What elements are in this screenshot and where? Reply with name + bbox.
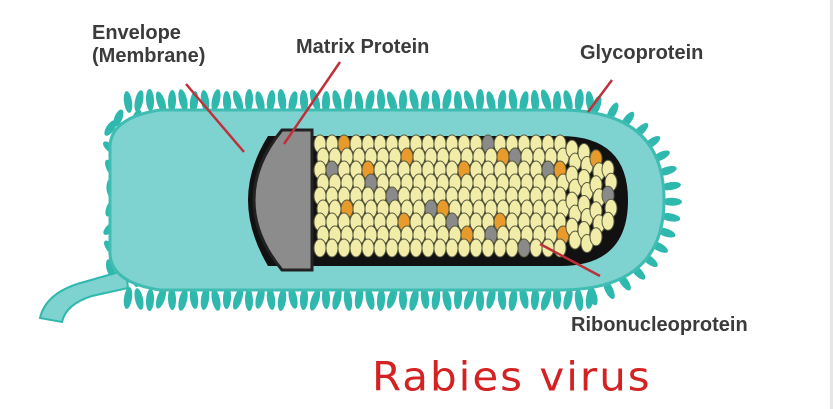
glycoprotein-spike	[277, 89, 288, 112]
handwritten-caption: Rabies virus	[372, 353, 652, 401]
glycoprotein-spike	[308, 288, 322, 311]
glycoprotein-spike	[277, 289, 288, 312]
envelope-label-line1: Envelope	[92, 22, 205, 45]
glycoprotein-spike	[177, 88, 190, 111]
glycoprotein-spike	[539, 88, 553, 111]
ribonucleoprotein-subunit	[470, 239, 482, 257]
glycoprotein-spike	[376, 289, 385, 311]
ribonucleoprotein-subunit	[590, 228, 602, 246]
glycoprotein-spike	[408, 288, 421, 311]
ribonucleoprotein-subunit	[494, 239, 506, 257]
glycoprotein-spike	[343, 289, 354, 312]
glycoprotein-label: Glycoprotein	[580, 42, 703, 65]
glycoprotein-spike	[245, 89, 254, 111]
glycoprotein-spike	[476, 289, 485, 311]
ribonucleoprotein-subunit	[326, 239, 338, 257]
ribonucleoprotein-subunit	[338, 239, 350, 257]
glycoprotein-spike	[133, 287, 145, 310]
ribonucleoprotein-subunit	[350, 239, 362, 257]
glycoprotein-spike	[145, 89, 154, 111]
ribonucleoprotein-subunit	[386, 239, 398, 257]
glycoprotein-spike	[210, 88, 222, 111]
ribonucleoprotein-subunit	[458, 239, 470, 257]
ribonucleoprotein-coil	[314, 135, 617, 257]
envelope-label: Envelope (Membrane)	[92, 22, 205, 68]
glycoprotein-spike	[145, 289, 154, 311]
ribonucleoprotein-subunit	[314, 239, 326, 257]
ribonucleoprotein-subunit	[434, 239, 446, 257]
glycoprotein-spike	[574, 289, 585, 312]
ribonucleoprotein-subunit	[518, 239, 530, 257]
glycoprotein-spike	[376, 89, 385, 111]
envelope-label-line2: (Membrane)	[92, 45, 205, 68]
glycoprotein-spike	[508, 289, 519, 312]
glycoprotein-spike	[210, 288, 222, 311]
glycoprotein-spike	[574, 91, 585, 112]
glycoprotein-spike	[476, 89, 485, 111]
ribonucleoprotein-subunit	[506, 239, 518, 257]
glycoprotein-spike	[123, 91, 134, 114]
ribonucleoprotein-subunit	[482, 239, 494, 257]
virus-tail	[40, 270, 128, 322]
glycoprotein-spike	[408, 88, 421, 111]
glycoprotein-spike	[343, 89, 354, 112]
ribonucleoprotein-subunit	[446, 239, 458, 257]
ribonucleoprotein-subunit	[410, 239, 422, 257]
ribonucleoprotein-subunit	[362, 239, 374, 257]
matrix-protein-label: Matrix Protein	[296, 36, 429, 59]
glycoprotein-spike	[539, 288, 553, 311]
glycoprotein-spike	[123, 287, 134, 310]
ribonucleoprotein-subunit	[374, 239, 386, 257]
glycoprotein-spike	[441, 88, 453, 111]
glycoprotein-spike	[133, 89, 145, 112]
glycoprotein-spike	[508, 89, 519, 112]
glycoprotein-spike	[177, 288, 190, 311]
ribonucleoprotein-label: Ribonucleoprotein	[571, 314, 748, 337]
glycoprotein-spike	[441, 288, 453, 311]
ribonucleoprotein-subunit	[398, 239, 410, 257]
ribonucleoprotein-subunit	[422, 239, 434, 257]
ribonucleoprotein-subunit	[530, 239, 542, 257]
glycoprotein-spike	[245, 289, 254, 311]
ribonucleoprotein-subunit	[602, 212, 614, 230]
